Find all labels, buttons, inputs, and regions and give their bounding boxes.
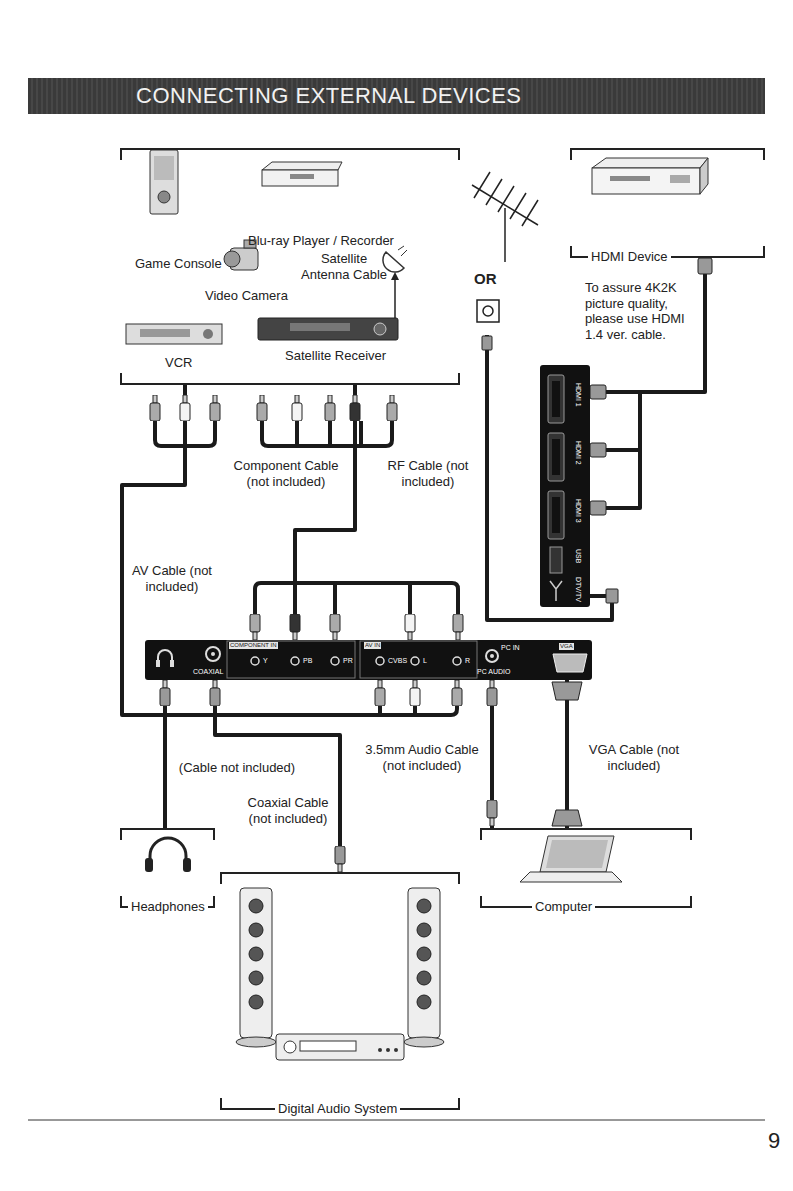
node-text: Digital Audio System [275,1101,400,1117]
hdmi-plugs [482,258,712,603]
node-text: Y [263,657,268,665]
cable-label: RF Cable (not included) [378,458,478,489]
rca-plugs [150,395,497,872]
satellite-receiver [258,318,398,340]
node-text: Blu-ray Player / Recorder [248,233,394,249]
antenna-source: OR [462,170,532,335]
cable-label: AV Cable (not included) [127,563,217,594]
cable-label: (Cable not included) [172,760,302,776]
node-text: R [465,657,470,665]
laptop [520,836,622,882]
cable-line [215,680,340,872]
node-text: COMPONENT IN [229,642,278,649]
cable-label: VGA Cable (not included) [575,742,693,773]
audio-receiver [276,1034,404,1060]
node-text: Satellite Receiver [285,348,386,364]
hdmi-device-group: HDMI Device [570,148,765,258]
node-text: Video Camera [205,288,288,304]
game-console [150,150,178,214]
group-bracket [120,828,215,908]
node-text: CVBS [388,657,407,665]
group-bracket [570,148,765,258]
page-number: 9 [768,1128,780,1154]
page-title: CONNECTING EXTERNAL DEVICES [28,78,765,114]
tv-rear-panel: COAXIAL COMPONENT IN Y PB PR AV IN CVBS L R PC IN… [145,640,592,680]
node-text: PC AUDIO [477,668,510,676]
node-text: HDMI Device [588,249,671,265]
port-drawing [540,365,590,607]
node-text: USB [574,549,582,563]
cable-line [565,680,569,828]
node-text: PR [343,657,353,665]
cable-label: Coaxial Cable (not included) [240,795,336,826]
node-text: Satellite Antenna Cable [298,251,390,282]
speakers [236,888,444,1047]
node-text: PB [303,657,312,665]
device-group: Blu-ray Player / RecorderGame ConsoleVid… [120,148,460,385]
computer-group: Computer [480,828,692,908]
node-text: Headphones [128,899,208,915]
headphones-group: Headphones [120,828,215,908]
node-text: HDMI 3 [574,499,582,523]
satellite-dish [383,246,407,318]
node-text: COAXIAL [193,668,223,676]
node-text: AV IN [364,642,381,649]
headphones-icon [145,838,191,872]
cable-label: 3.5mm Audio Cable (not included) [358,742,486,773]
node-text: PC IN [501,644,520,652]
node-text: L [423,657,427,665]
cable-line [295,385,355,640]
tv-side-panel: HDMI 1 HDMI 2 HDMI 3 USB DTV/TV [540,365,590,607]
vcr [126,324,222,344]
node-text: OR [474,270,497,288]
node-text: Game Console [135,256,222,272]
group-bracket [220,872,460,1110]
node-text: VGA [559,643,574,650]
node-text: Computer [532,899,595,915]
node-text: HDMI 1 [574,383,582,407]
node-text: HDMI 2 [574,441,582,465]
group-bracket [480,828,692,908]
bluray-player [262,162,342,186]
antenna [472,172,538,322]
node-text: VCR [165,355,192,371]
cable-label: Component Cable (not included) [226,458,346,489]
note-text: To assure 4K2K picture quality, please u… [585,280,697,342]
footer-rule [28,1120,765,1121]
hdmi-device [592,158,708,194]
cable-line [487,335,612,620]
node-text: DTV/TV [574,577,582,602]
audio-system-group: Digital Audio System [220,872,460,1110]
